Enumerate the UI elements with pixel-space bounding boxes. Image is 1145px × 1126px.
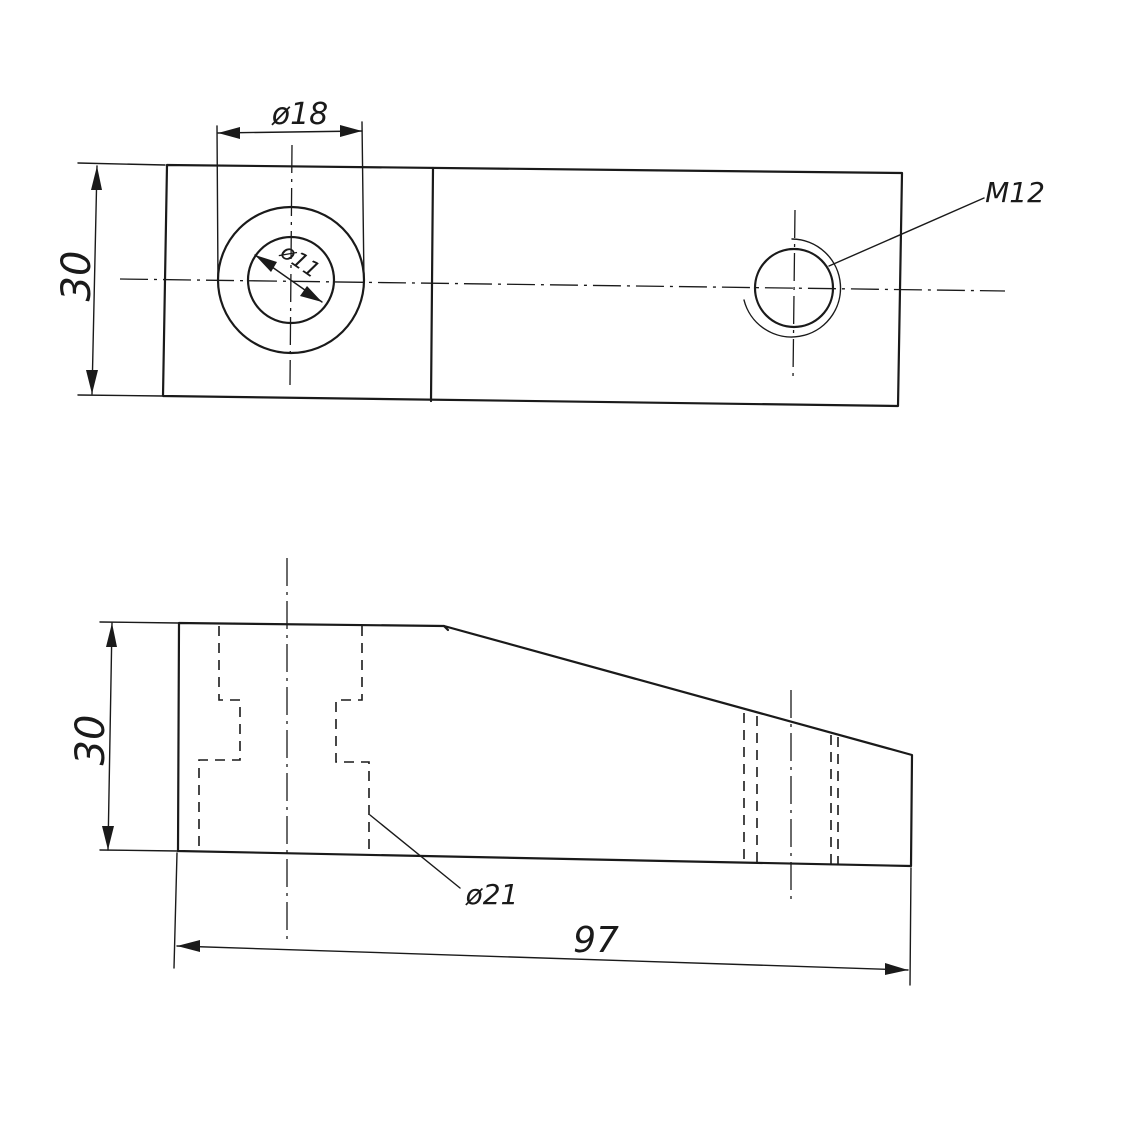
side-height-dim-line [107,622,113,851]
thread-core-circle [753,247,835,329]
bore-hidden-right [335,626,370,854]
top-height-ext-bottom [77,394,163,397]
counterbore-dim-line [217,130,363,134]
top-view-outline [161,163,904,408]
side-height-arrow-down [102,826,114,850]
top-view-slope-edge [429,166,435,403]
side-height-label: 30 [68,715,114,766]
length-arrow-left [177,940,200,952]
thread-leader [828,197,985,267]
bore-label: ø21 [465,878,519,911]
counterbore-label: ø18 [271,97,329,132]
hole-arrow-lower [300,286,322,302]
length-ext-left [173,852,178,969]
thread-outer-arc [743,238,842,338]
side-view-slope-kink [442,624,450,632]
length-label: 97 [573,920,619,961]
counterbore-ext-left [216,125,219,283]
top-view-centerline [119,278,1006,292]
side-view-outline [176,621,914,868]
length-ext-right [909,867,912,986]
side-height-arrow-up [106,623,117,647]
side-height-ext-bottom [99,849,179,852]
thread-label: M12 [985,176,1045,209]
side-height-ext-top [99,621,179,624]
top-height-dim-line [91,165,98,395]
top-height-arrow-down [86,370,98,394]
top-height-label: 30 [54,251,100,302]
bore-leader [369,814,461,889]
top-height-arrow-up [91,166,102,190]
counterbore-ext-right [361,121,365,283]
hole-arrow-upper [255,255,277,272]
side-view: 30 ø21 97 [68,558,914,986]
length-dim-line [176,945,909,971]
length-arrow-right [885,963,908,975]
left-hole-vertical-centerline [289,144,293,386]
top-height-ext-top [77,162,166,166]
bore-hidden-left [198,626,241,851]
top-view: 30 ø18 ø11 M12 [54,97,1045,408]
right-hole-vertical-centerline [792,209,796,379]
counterbore-arrow-right [340,125,362,137]
counterbore-arrow-left [218,127,240,139]
